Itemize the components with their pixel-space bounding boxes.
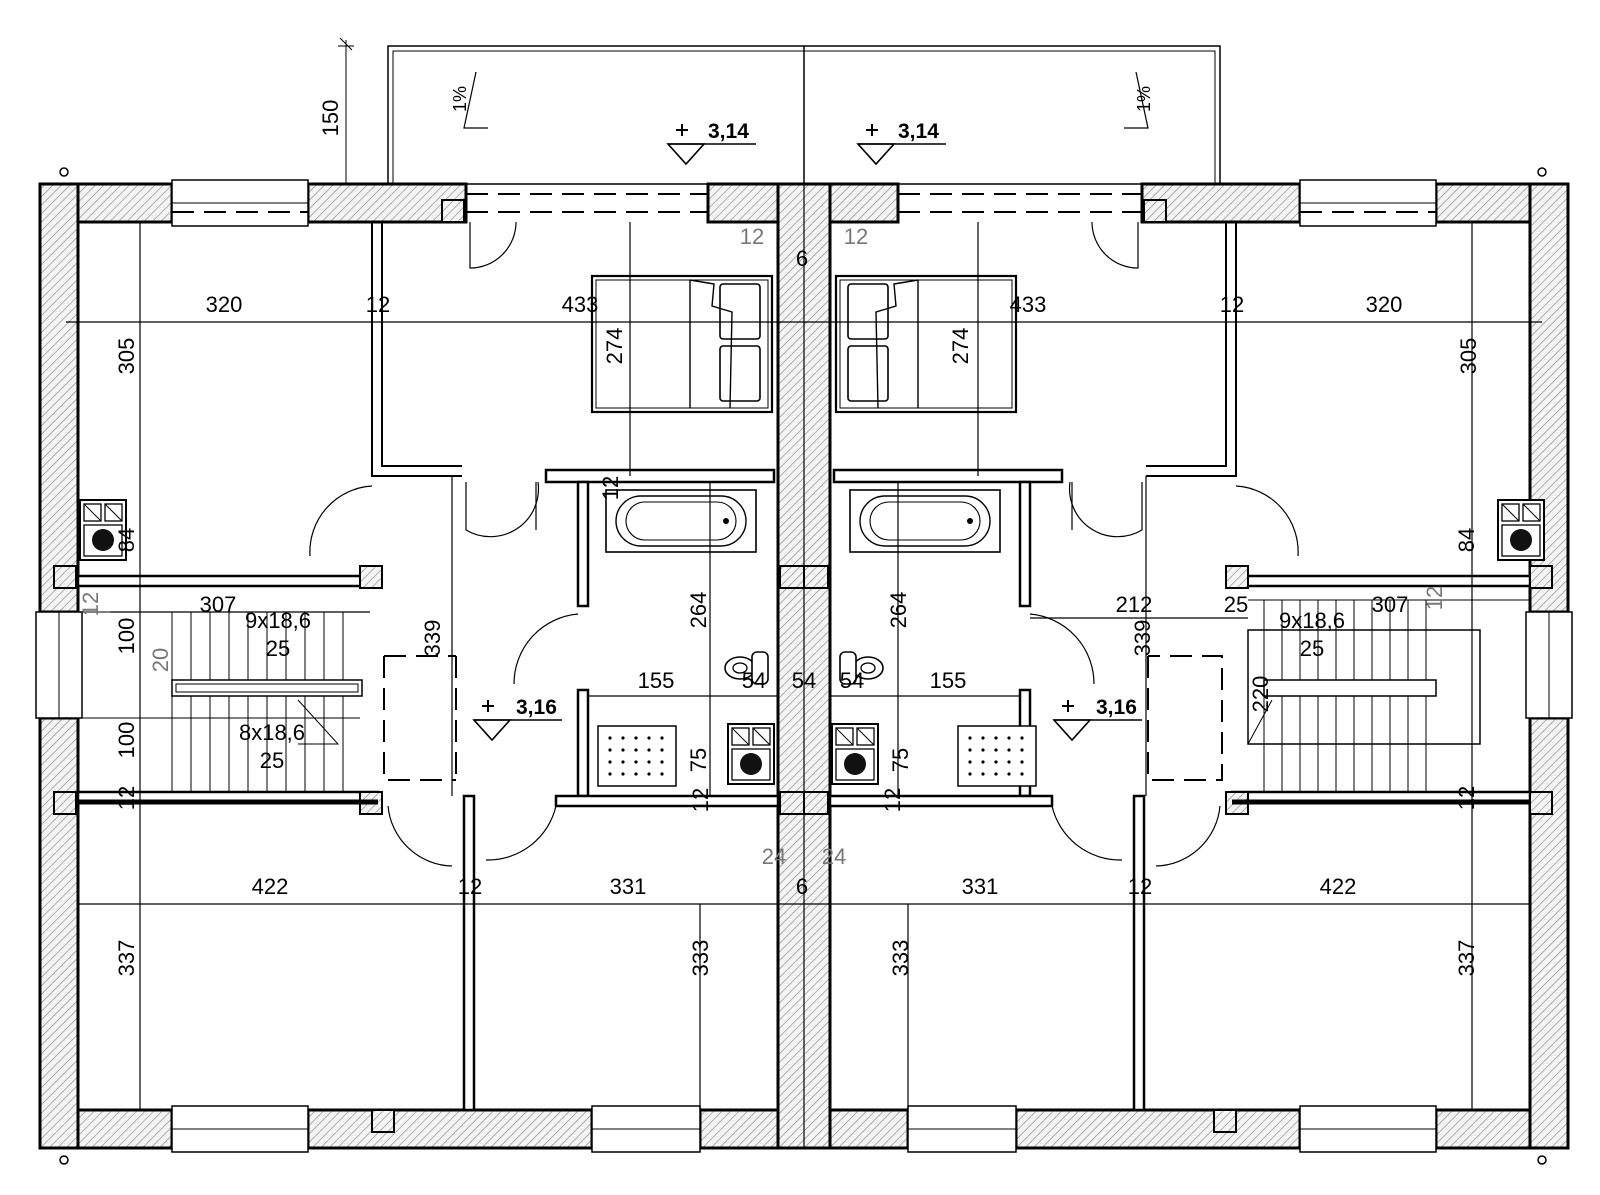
- hall-frames: [383, 655, 1223, 781]
- balcony: 150 1% 1% 3,14 3,14: [318, 37, 1221, 185]
- dim-bedroom-left-width: 433: [562, 292, 599, 317]
- dim-stair-gap: 20: [148, 648, 173, 672]
- dim-partition-left: 12: [366, 292, 390, 317]
- level-balcony-right: 3,14: [898, 120, 939, 143]
- doors: [309, 221, 1299, 867]
- dim-wall-top-right: 12: [844, 224, 868, 249]
- dim-wall-offset-left: 24: [762, 844, 786, 869]
- dim-stair-flight-a-right: 9x18,6: [1279, 608, 1345, 633]
- dim-wc-right-depth: 75: [888, 748, 913, 772]
- dim-toilet-mid: 54: [792, 668, 816, 693]
- dim-bedroom-right-width: 433: [1010, 292, 1047, 317]
- dim-stair-left-width: 307: [200, 592, 237, 617]
- bathtub-icon: [849, 489, 1001, 553]
- dim-room-ne-width: 320: [1366, 292, 1403, 317]
- dim-room-se-width: 422: [1320, 874, 1357, 899]
- dim-stair-wall-right: 12: [1422, 586, 1447, 610]
- dim-hall-right-length: 339: [1130, 620, 1155, 657]
- dim-room-nw-height: 305: [114, 338, 139, 375]
- dim-party-wall-top: 6: [796, 246, 808, 271]
- dim-stair-flight-b: 8x18,6: [239, 720, 305, 745]
- dim-room-ne-height: 305: [1456, 338, 1481, 375]
- stair-right: [1247, 599, 1530, 745]
- dim-toilet-left: 54: [742, 668, 766, 693]
- shower-tray-icon: [957, 725, 1037, 787]
- dim-south-partition-left: 12: [458, 874, 482, 899]
- dim-toilet-right: 54: [840, 668, 864, 693]
- dim-bed-right: 274: [948, 328, 973, 365]
- interior-walls: [53, 199, 1553, 1133]
- dim-room-nw-width: 320: [206, 292, 243, 317]
- dim-hall-right-width: 212: [1116, 592, 1153, 617]
- level-floor-right: 3,16: [1096, 696, 1137, 719]
- dim-stair-landing-top: 100: [114, 618, 139, 655]
- slope-label-right: 1%: [1134, 86, 1154, 112]
- shower-tray-icon: [597, 725, 677, 787]
- dim-south-wall-right: 12: [1454, 786, 1479, 810]
- dim-room-sw-width: 422: [252, 874, 289, 899]
- bathtub-icon: [605, 489, 757, 553]
- windows: [35, 179, 1573, 1153]
- dim-bath-right-width: 155: [930, 668, 967, 693]
- dimension-lines: [66, 222, 1542, 1110]
- dim-bed-left: 274: [602, 328, 627, 365]
- dim-stair-tread-a-left: 25: [266, 636, 290, 661]
- level-floor-left: 3,16: [516, 696, 557, 719]
- dim-bath-wall: 12: [598, 476, 623, 500]
- dim-stair-right-landing: 220: [1248, 676, 1273, 713]
- dim-wc-right-wall: 12: [880, 788, 905, 812]
- dim-wc-left-wall: 12: [688, 788, 713, 812]
- dim-party-wall-bottom: 6: [796, 874, 808, 899]
- dim-bath-left-width: 155: [638, 668, 675, 693]
- dim-bath-left-length: 264: [686, 592, 711, 629]
- dim-stair-landing-bottom: 100: [114, 722, 139, 759]
- level-balcony-left: 3,14: [708, 120, 749, 143]
- corner-markers: [59, 167, 1547, 1165]
- dim-chimney-right: 84: [1454, 528, 1479, 552]
- dimension-balcony-depth: 150: [318, 100, 343, 137]
- dim-stair-right-offset: 25: [1224, 592, 1248, 617]
- dim-room-s-right-height: 333: [888, 940, 913, 977]
- dim-stair-flight-a-left: 9x18,6: [245, 608, 311, 633]
- dim-wall-offset-right: 24: [822, 844, 846, 869]
- dim-hall-left-length: 339: [420, 620, 445, 657]
- dim-chimney-left: 84: [114, 528, 139, 552]
- slope-label-left: 1%: [450, 86, 470, 112]
- dim-room-s-left-height: 333: [688, 940, 713, 977]
- dim-wc-left-depth: 75: [686, 748, 711, 772]
- dim-stair-tread-b: 25: [260, 748, 284, 773]
- dim-room-s-left-width: 331: [610, 874, 647, 899]
- dim-south-partition-right: 12: [1128, 874, 1152, 899]
- dim-room-sw-height: 337: [114, 940, 139, 977]
- dim-wall-top-left: 12: [740, 224, 764, 249]
- double-bed-icon: [834, 274, 1018, 414]
- dimension-labels: 320 320 305 305 12 12 433 433 274 274 6 …: [78, 224, 1481, 976]
- shower-drain-dots: [608, 736, 1024, 776]
- dim-south-wall-left: 12: [114, 786, 139, 810]
- dim-room-s-right-width: 331: [962, 874, 999, 899]
- exterior-walls: [38, 182, 1570, 1150]
- floor-levels: 3,16 3,16: [473, 696, 1143, 741]
- dim-stair-wall-left: 12: [78, 592, 103, 616]
- stair-treads: [171, 600, 1427, 792]
- dim-stair-tread-a-right: 25: [1300, 636, 1324, 661]
- dim-room-se-height: 337: [1454, 940, 1479, 977]
- dim-partition-right: 12: [1220, 292, 1244, 317]
- dim-bath-right-length: 264: [886, 592, 911, 629]
- dim-stair-right-width: 307: [1372, 592, 1409, 617]
